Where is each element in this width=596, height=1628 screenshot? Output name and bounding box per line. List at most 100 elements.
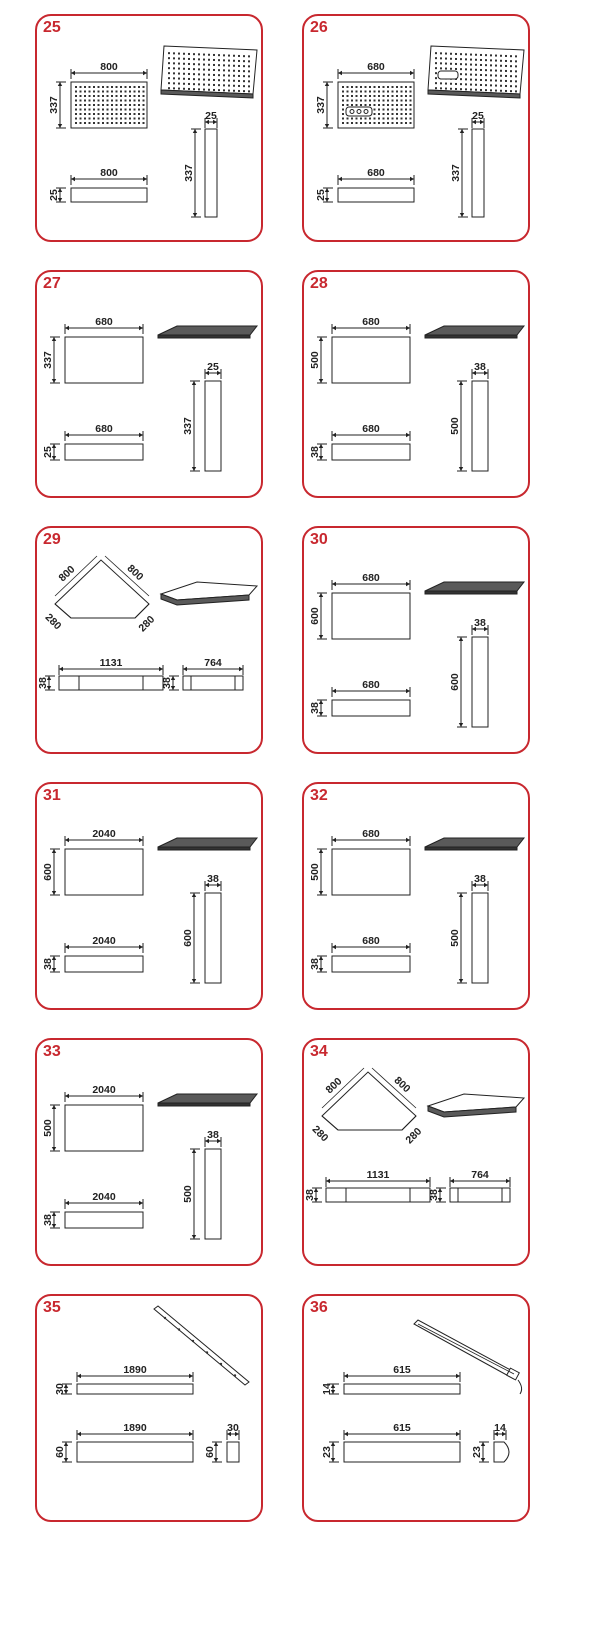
long-thickness-dimension-arrow-b [313, 1198, 319, 1202]
hole [500, 69, 502, 72]
hole [342, 86, 344, 88]
hole [198, 63, 200, 66]
hole [485, 89, 487, 92]
hole [391, 122, 394, 124]
side-height-dimension-label: 337 [450, 164, 462, 182]
hole [111, 86, 113, 88]
hole [218, 59, 220, 62]
hole [490, 79, 492, 82]
hole [213, 58, 215, 61]
hole [510, 60, 512, 63]
hole [84, 122, 86, 124]
hole [178, 62, 180, 65]
hole [480, 63, 482, 66]
bottom-width-dimension-arrow-l [332, 944, 336, 950]
hole [178, 72, 180, 75]
hole [355, 99, 358, 102]
tall-length-dimension-arrow-r [456, 1431, 460, 1437]
thickness-dimension-arrow-t [324, 188, 330, 192]
short-thickness-dimension-arrow-t [170, 676, 176, 680]
short-thickness-dimension-label: 38 [428, 1189, 440, 1201]
side-height-dimension-arrow-t [191, 381, 197, 385]
perspective-edge [160, 89, 254, 99]
hole [228, 69, 230, 72]
perspective-edge [427, 89, 521, 99]
hole [168, 77, 170, 80]
hole [213, 78, 215, 81]
hole [203, 78, 205, 81]
height-dimension-arrow-b [51, 891, 57, 895]
hole [138, 95, 140, 97]
hole [193, 88, 195, 91]
width-dimension-arrow-l [338, 70, 342, 76]
side-height-dimension-arrow-b [458, 467, 464, 471]
hole [387, 108, 389, 111]
side-a-dim [321, 1067, 365, 1109]
end-height-dimension-arrow-b [480, 1458, 486, 1462]
hole [485, 69, 487, 72]
thickness-dimension-arrow-b [318, 712, 324, 716]
hole [238, 74, 240, 77]
hole [470, 83, 472, 86]
hole [351, 99, 353, 102]
hole [505, 79, 507, 82]
height-dimension-arrow-t [324, 82, 330, 86]
hole [218, 69, 220, 72]
hole [106, 86, 109, 88]
hole [435, 52, 437, 55]
thin-height-dimension-label: 30 [54, 1383, 66, 1395]
hole [79, 86, 82, 88]
hole [228, 84, 230, 87]
hole [360, 86, 362, 88]
hole [387, 95, 389, 97]
hole [106, 113, 109, 115]
thin-length-dimension-arrow-l [344, 1373, 348, 1379]
hole [490, 89, 492, 92]
long-thickness-dimension-label: 38 [37, 677, 49, 689]
hole [409, 113, 412, 115]
width-dimension-arrow-r [139, 1093, 143, 1099]
depth-dimension-arrow-l [472, 882, 476, 888]
hole [382, 90, 385, 93]
hole [378, 108, 380, 111]
hole [409, 90, 412, 93]
shelf-top [424, 837, 526, 848]
hole [351, 86, 353, 88]
width-dimension-arrow-r [143, 70, 147, 76]
hole [173, 87, 175, 90]
height-dimension-label: 500 [42, 1119, 54, 1137]
end-height-dimension-arrow-t [480, 1442, 486, 1446]
hole [188, 87, 190, 90]
thickness-dimension-label: 38 [309, 446, 321, 458]
depth-dimension-arrow-r [213, 119, 217, 125]
hole [178, 87, 180, 90]
hole [346, 117, 349, 120]
hole [373, 90, 376, 93]
hole [102, 108, 104, 111]
end-profile [226, 1441, 240, 1463]
hole [360, 117, 362, 120]
hole [228, 64, 230, 67]
hole [102, 113, 104, 115]
hole [173, 67, 175, 70]
hole [409, 99, 412, 102]
hole [351, 104, 353, 106]
end-height-dimension-label: 60 [204, 1446, 216, 1458]
hole [387, 99, 389, 102]
short-thickness-dimension-arrow-b [437, 1198, 443, 1202]
hole [510, 75, 512, 78]
hole [475, 88, 477, 91]
hole [188, 72, 190, 75]
hole [203, 63, 205, 66]
hole [455, 87, 457, 90]
hole [510, 85, 512, 88]
hole [208, 88, 210, 91]
thin-height-dimension-arrow-t [63, 1384, 69, 1388]
width-dimension-label: 680 [362, 572, 380, 584]
bottom-width-dimension-label: 680 [95, 423, 113, 435]
hole [435, 67, 437, 70]
hole [138, 86, 140, 88]
end-height-dimension-label: 23 [471, 1446, 483, 1458]
hole [173, 72, 175, 75]
